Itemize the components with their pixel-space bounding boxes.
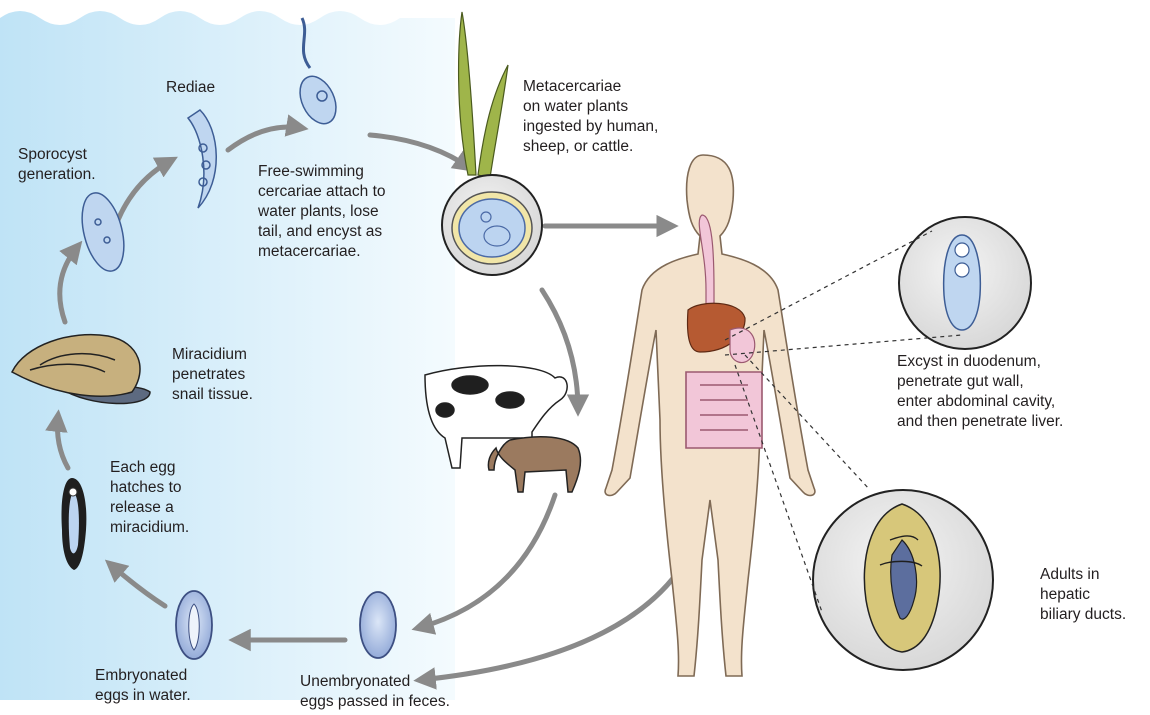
excyst-detail-circle <box>899 217 1031 349</box>
plant-leaf-right <box>478 65 508 178</box>
embryonated-egg <box>176 591 212 659</box>
label-miracidium-line-2: penetrates <box>172 365 253 385</box>
human-intestine <box>686 372 762 448</box>
label-embryonated-line-2: eggs in water. <box>95 686 191 706</box>
label-miracidium-line-3: snail tissue. <box>172 385 253 405</box>
label-egg-hatch-line-1: Each egg <box>110 458 189 478</box>
label-cercariae-line-3: water plants, lose <box>258 202 386 222</box>
label-cercariae-line-1: Free-swimming <box>258 162 386 182</box>
label-embryonated: Embryonated eggs in water. <box>95 666 191 706</box>
label-miracidium: Miracidium penetrates snail tissue. <box>172 345 253 405</box>
label-unembryonated-line-2: eggs passed in feces. <box>300 692 450 712</box>
label-rediae: Rediae <box>166 78 215 98</box>
adult-fluke-detail-circle <box>813 490 993 670</box>
label-unembryonated: Unembryonated eggs passed in feces. <box>300 672 450 712</box>
label-adults-line-2: hepatic <box>1040 585 1126 605</box>
label-egg-hatch-line-2: hatches to <box>110 478 189 498</box>
label-cercariae-line-2: cercariae attach to <box>258 182 386 202</box>
water-plants <box>459 12 508 178</box>
label-rediae-line-1: Rediae <box>166 78 215 98</box>
label-adults-line-3: biliary ducts. <box>1040 605 1126 625</box>
label-sporocyst-line-2: generation. <box>18 165 96 185</box>
label-metacercariae-line-2: on water plants <box>523 97 658 117</box>
human-figure <box>605 155 815 676</box>
label-excyst-line-1: Excyst in duodenum, <box>897 352 1063 372</box>
label-excyst-line-4: and then penetrate liver. <box>897 412 1063 432</box>
label-adults: Adults in hepatic biliary ducts. <box>1040 565 1126 625</box>
label-sporocyst: Sporocyst generation. <box>18 145 96 185</box>
label-miracidium-line-1: Miracidium <box>172 345 253 365</box>
label-unembryonated-line-1: Unembryonated <box>300 672 450 692</box>
label-adults-line-1: Adults in <box>1040 565 1126 585</box>
label-metacercariae-line-3: ingested by human, <box>523 117 658 137</box>
metacercaria-cyst <box>442 175 542 275</box>
label-metacercariae: Metacercariae on water plants ingested b… <box>523 77 658 157</box>
label-cercariae-line-5: metacercariae. <box>258 242 386 262</box>
label-egg-hatch-line-3: release a <box>110 498 189 518</box>
label-cercariae-line-4: tail, and encyst as <box>258 222 386 242</box>
label-egg-hatch-line-4: miracidium. <box>110 518 189 538</box>
label-metacercariae-line-4: sheep, or cattle. <box>523 137 658 157</box>
label-metacercariae-line-1: Metacercariae <box>523 77 658 97</box>
plant-leaf-left <box>459 12 476 175</box>
label-egg-hatch: Each egg hatches to release a miracidium… <box>110 458 189 538</box>
label-sporocyst-line-1: Sporocyst <box>18 145 96 165</box>
label-excyst: Excyst in duodenum, penetrate gut wall, … <box>897 352 1063 432</box>
label-cercariae: Free-swimming cercariae attach to water … <box>258 162 386 262</box>
sheep <box>488 437 580 492</box>
label-excyst-line-2: penetrate gut wall, <box>897 372 1063 392</box>
label-excyst-line-3: enter abdominal cavity, <box>897 392 1063 412</box>
label-embryonated-line-1: Embryonated <box>95 666 191 686</box>
unembryonated-egg <box>360 592 396 658</box>
human-stomach <box>730 328 755 363</box>
